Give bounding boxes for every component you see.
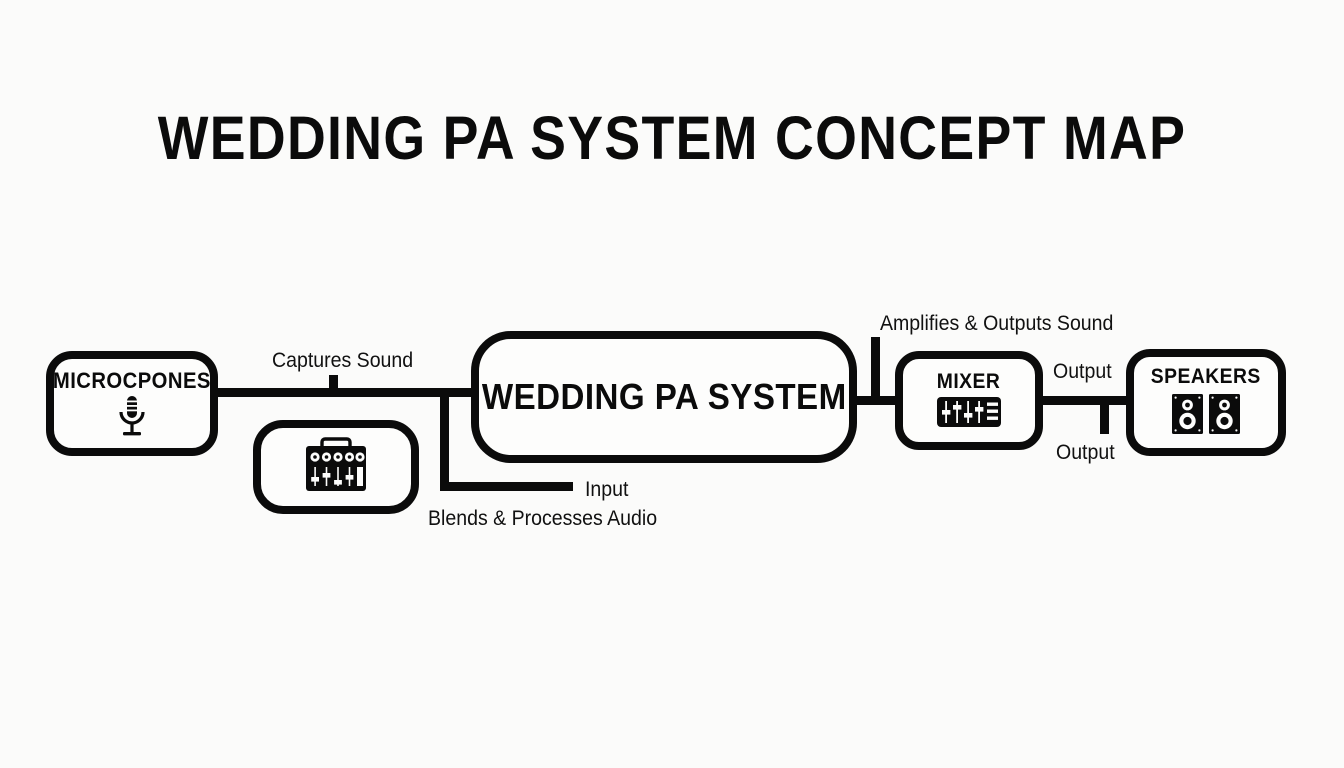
- edge-label-amplifies-and-outputs-sound: Amplifies & Outputs Sound: [880, 312, 1114, 335]
- edge-label-captures-sound: Captures Sound: [272, 349, 414, 372]
- edge-label-output-bottom: Output: [1056, 441, 1115, 464]
- node-microphones[interactable]: MICROCPONES: [46, 351, 218, 456]
- node-wedding-pa-system[interactable]: WEDDING PA SYSTEM: [471, 331, 857, 463]
- node-speakers-label: SPEAKERS: [1151, 365, 1261, 388]
- edge-pa-to-mixer-horizontal: [853, 396, 899, 405]
- edge-tick-captures-sound: [329, 375, 338, 391]
- microphone-icon: [115, 395, 149, 442]
- mixing-console-icon: [298, 436, 374, 499]
- edge-mixer-to-speakers-horizontal: [1039, 396, 1131, 405]
- node-mixer-label: MIXER: [937, 369, 1001, 393]
- edge-microphones-to-pa-horizontal: [214, 388, 478, 397]
- speakers-icon: [1171, 393, 1241, 440]
- edge-label-input: Input: [585, 478, 629, 501]
- node-mixer[interactable]: MIXER: [895, 351, 1043, 450]
- edge-tick-output-bottom: [1100, 396, 1109, 434]
- edge-label-blends-and-processes-audio: Blends & Processes Audio: [428, 507, 658, 530]
- node-wedding-pa-system-label: WEDDING PA SYSTEM: [481, 376, 847, 417]
- node-microphones-label: MICROCPONES: [52, 367, 212, 393]
- node-mixing-console[interactable]: [253, 420, 419, 514]
- faders-icon: [937, 396, 1001, 432]
- page-title: WEDDING PA SYSTEM CONCEPT MAP: [157, 104, 1187, 172]
- edge-tick-amplifies-outputs-sound: [871, 337, 880, 399]
- edge-input-elbow-horizontal: [440, 482, 573, 491]
- edge-label-output-top: Output: [1053, 360, 1112, 383]
- edge-console-to-pa-vertical: [440, 388, 449, 490]
- node-speakers[interactable]: SPEAKERS: [1126, 349, 1286, 456]
